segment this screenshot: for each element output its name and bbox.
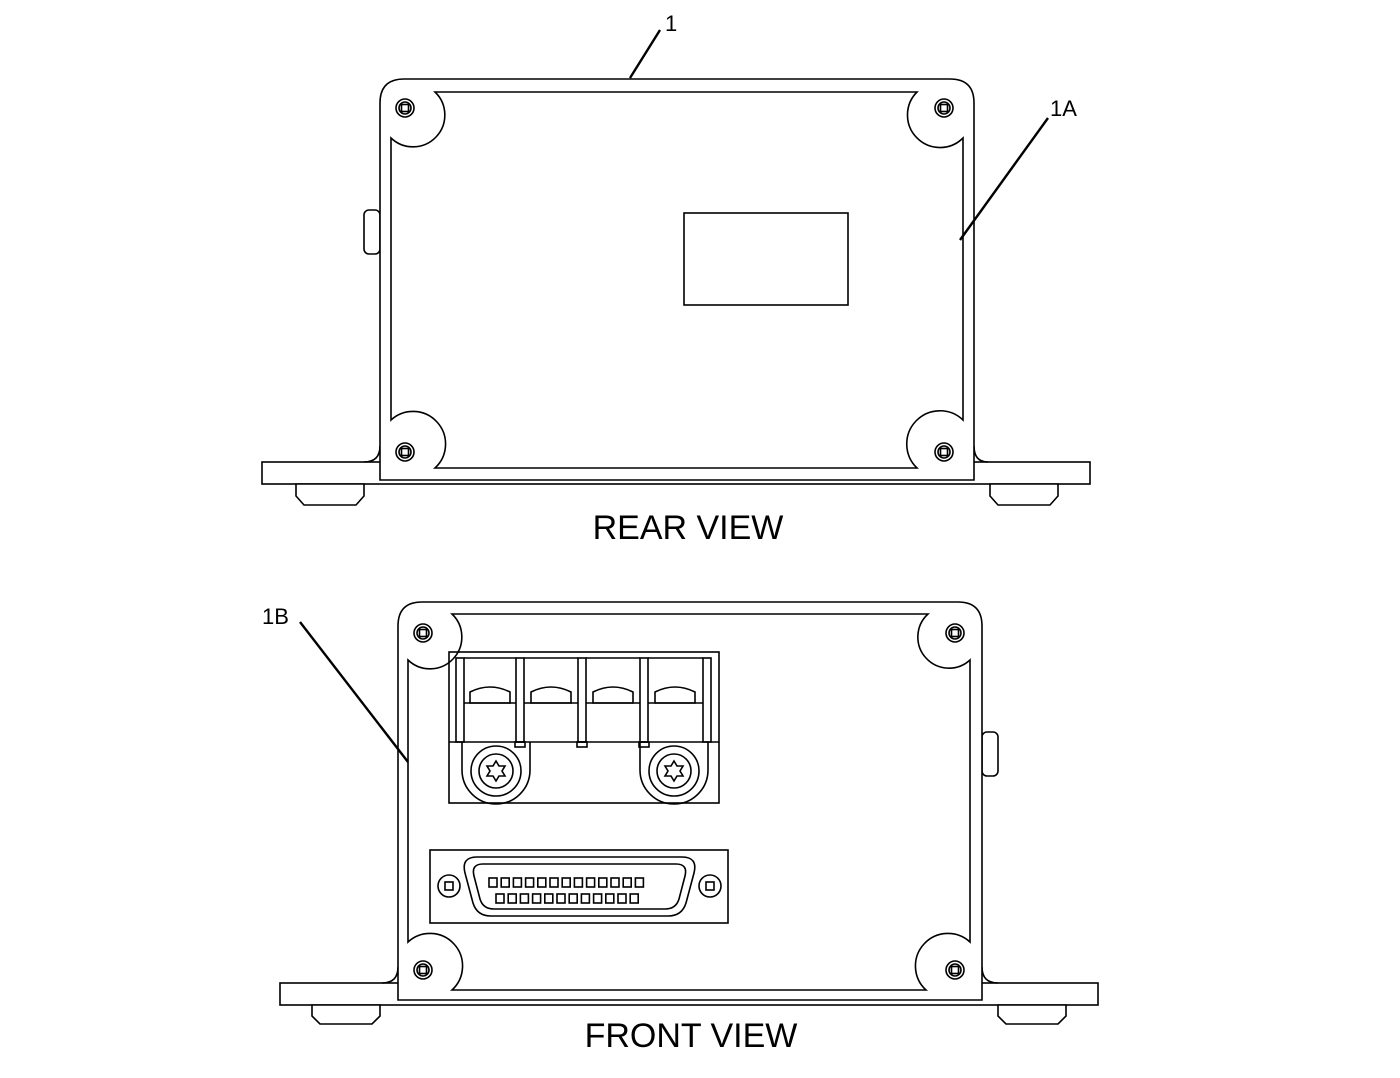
leader-line-1 <box>628 29 662 79</box>
connector-pin-row-bottom <box>495 893 640 904</box>
connector-pin <box>500 877 511 888</box>
rear-fillet-left <box>363 445 381 463</box>
connector-pin <box>543 893 554 904</box>
connector-pin <box>610 877 620 888</box>
connector-pin <box>568 893 579 904</box>
connector-pin <box>495 893 505 904</box>
terminal-mount-ear-right <box>639 742 709 805</box>
rear-view-assembly <box>261 78 1091 506</box>
rear-foot-right <box>989 483 1059 506</box>
front-fillet-left <box>381 966 399 984</box>
connector-pin <box>617 893 627 904</box>
front-foot-right <box>997 1004 1067 1025</box>
terminal-bay-4 <box>648 657 703 704</box>
connector-pin <box>512 877 523 888</box>
connector-pin <box>597 877 608 888</box>
front-face-plate-1b <box>407 613 971 991</box>
connector-pin <box>488 877 498 888</box>
rear-fillet-right <box>973 445 989 463</box>
connector-pin <box>634 877 645 888</box>
connector-pin <box>622 877 633 888</box>
connector-pin <box>573 877 584 888</box>
connector-pin <box>524 877 535 888</box>
connector-pin-row-top <box>488 877 645 888</box>
front-fillet-right <box>981 966 999 984</box>
connector-pin <box>629 893 640 904</box>
connector-pin <box>549 877 559 888</box>
connector-pin <box>592 893 603 904</box>
callout-1b: 1B <box>262 604 289 629</box>
callout-1: 1 <box>665 11 677 36</box>
connector-pin <box>604 893 615 904</box>
connector-pin <box>580 893 591 904</box>
rear-side-knob <box>363 209 381 255</box>
front-view-assembly <box>279 601 1099 1025</box>
front-foot-left <box>311 1004 381 1025</box>
front-side-knob <box>981 731 999 777</box>
rear-label-plate <box>683 212 849 306</box>
rear-housing <box>379 78 975 481</box>
connector-pin <box>585 877 596 888</box>
d-sub-connector <box>429 849 729 924</box>
connector-pin <box>561 877 572 888</box>
terminal-bay-2 <box>524 657 578 704</box>
connector-pin <box>519 893 530 904</box>
leader-line-1a <box>959 117 1049 241</box>
rear-cover-plate-1a <box>390 91 964 469</box>
leader-line-1b <box>299 621 409 763</box>
terminal-bay-1 <box>464 657 516 704</box>
terminal-bay-3 <box>586 657 640 704</box>
connector-pin <box>507 893 518 904</box>
connector-pin <box>536 877 547 888</box>
connector-pin <box>556 893 566 904</box>
front-view-title: FRONT VIEW <box>585 1017 798 1055</box>
terminal-block <box>448 651 720 805</box>
terminal-mount-ear-left <box>461 742 531 805</box>
rear-view-title: REAR VIEW <box>593 509 784 547</box>
rear-foot-left <box>295 483 365 506</box>
connector-pin <box>531 893 542 904</box>
callout-1a: 1A <box>1050 96 1077 121</box>
